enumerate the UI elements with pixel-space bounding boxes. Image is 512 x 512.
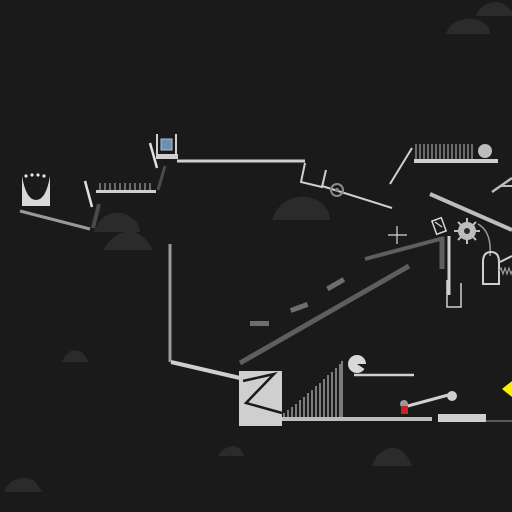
dash-segment[interactable] xyxy=(250,321,269,326)
slanted-post-pedestal[interactable] xyxy=(148,142,159,169)
diagonal-rod-upper-right[interactable] xyxy=(389,147,413,185)
lever-clip xyxy=(430,216,448,236)
yellow-arrow-icon[interactable] xyxy=(502,381,512,397)
zigzag-line xyxy=(242,371,283,415)
spike-platform-base xyxy=(96,190,156,193)
cup-bead xyxy=(30,173,34,177)
diagonal-ramp-right[interactable] xyxy=(429,192,512,232)
rail-right-mid[interactable] xyxy=(499,255,512,263)
pivot-lever[interactable] xyxy=(430,216,448,236)
cup-bead xyxy=(42,174,46,178)
cup-bead xyxy=(24,174,28,178)
cloud xyxy=(62,350,88,362)
cup-bead xyxy=(36,173,40,177)
seesaw-end-ball xyxy=(447,391,457,401)
dash-segment[interactable] xyxy=(326,277,346,292)
cloud xyxy=(94,212,140,232)
pedestal-box[interactable] xyxy=(156,134,178,159)
cloud xyxy=(4,477,42,492)
funnel-ramp xyxy=(321,185,393,209)
long-diagonal-ramp[interactable] xyxy=(238,263,411,366)
dash-segment[interactable] xyxy=(289,302,309,313)
floor-shelf[interactable] xyxy=(282,417,432,421)
ball-notch xyxy=(357,364,366,370)
cloud xyxy=(372,447,412,466)
blue-block[interactable] xyxy=(160,138,173,151)
funnel-bucket[interactable] xyxy=(299,162,393,209)
crosshair-icon xyxy=(388,226,407,244)
cloud xyxy=(272,196,330,220)
lever-slash xyxy=(434,221,443,228)
spike-shelf-right[interactable] xyxy=(414,144,498,163)
ramp-left[interactable] xyxy=(19,209,91,231)
cloud xyxy=(476,2,512,16)
spike-platform-left[interactable] xyxy=(96,183,156,193)
staircase-spikes[interactable] xyxy=(283,361,343,418)
cup-left[interactable] xyxy=(22,173,50,206)
clouds xyxy=(4,2,512,492)
spike-shelf-base xyxy=(414,159,498,163)
zigzag-box[interactable] xyxy=(239,371,283,426)
cloud xyxy=(446,18,490,34)
bottom-right-block[interactable] xyxy=(438,414,486,422)
ball-icon[interactable] xyxy=(478,144,492,158)
gear-icon[interactable] xyxy=(330,183,344,197)
lower-slope[interactable] xyxy=(170,360,241,380)
sawblade-hub xyxy=(464,228,470,234)
cup-body xyxy=(22,176,50,206)
seesaw-beam xyxy=(403,392,453,409)
slanted-post-left[interactable] xyxy=(83,180,94,208)
red-weight[interactable] xyxy=(401,406,408,414)
dark-ramp-right[interactable] xyxy=(364,236,445,261)
spikes xyxy=(415,144,473,159)
gear-hub xyxy=(335,188,339,192)
cloud xyxy=(218,446,244,456)
dark-rod-upper-left[interactable] xyxy=(156,165,167,191)
seesaw[interactable] xyxy=(400,391,457,414)
spikes xyxy=(99,183,151,190)
dark-post-left[interactable] xyxy=(91,203,101,229)
gear-icon[interactable] xyxy=(454,218,480,244)
pedestal-base xyxy=(156,154,178,159)
small-cup-right[interactable] xyxy=(446,280,462,308)
spring-coil[interactable] xyxy=(498,266,512,276)
cloud xyxy=(104,231,152,250)
funnel-outline xyxy=(299,162,327,189)
arch-bucket-right[interactable] xyxy=(482,250,500,285)
